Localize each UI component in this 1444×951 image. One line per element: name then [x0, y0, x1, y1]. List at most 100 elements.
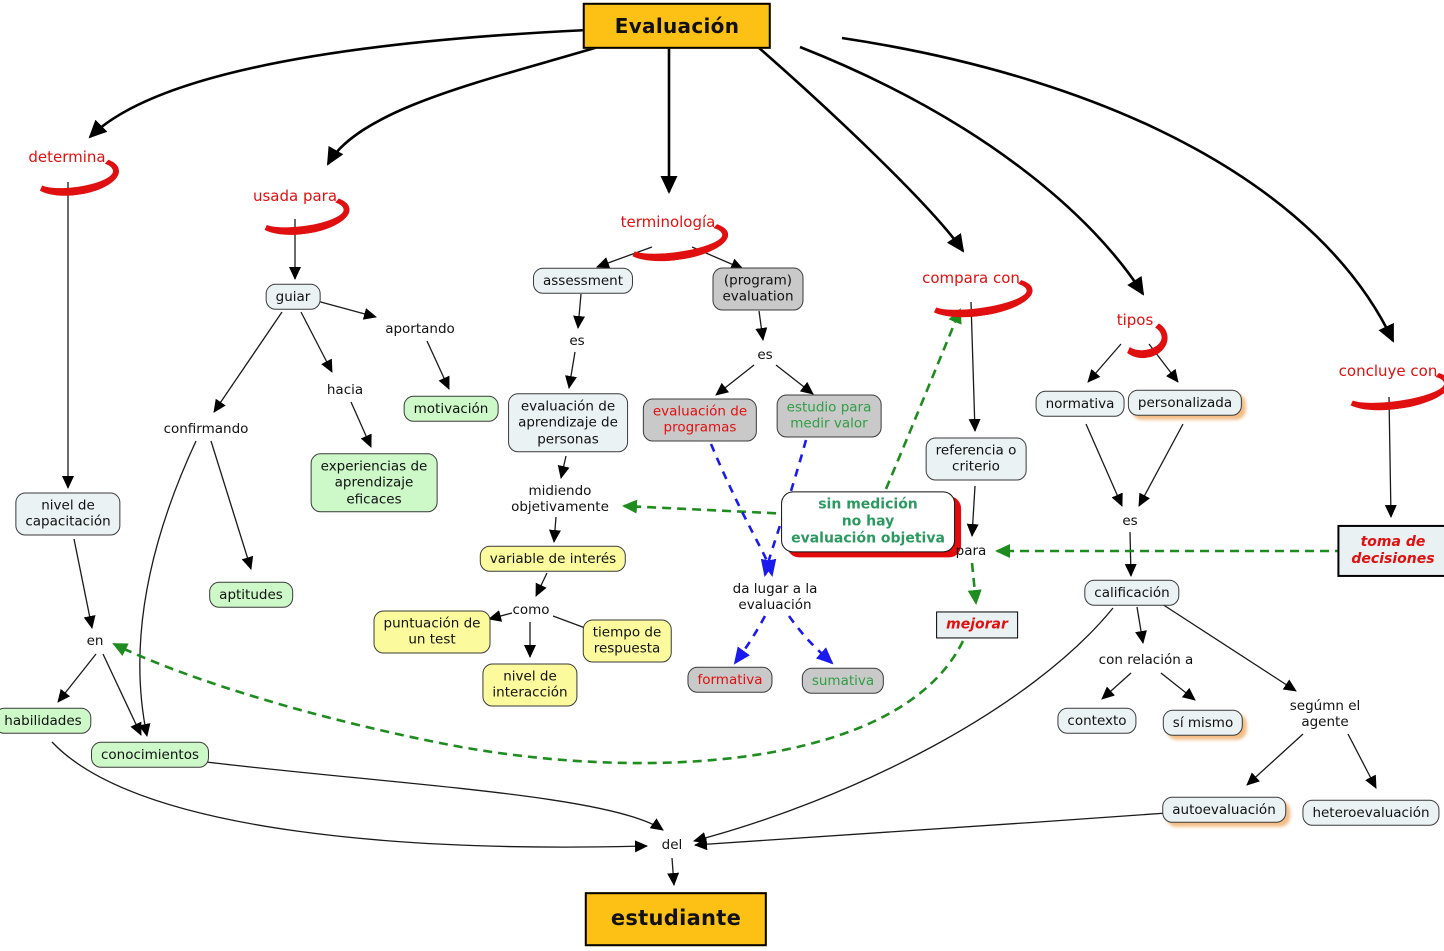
edge-habilidades-del: [51, 741, 648, 853]
node-heteroevaluacion[interactable]: heteroevaluación: [1302, 799, 1440, 827]
link-determina[interactable]: determina: [28, 148, 122, 201]
link-tipos[interactable]: tipos: [1116, 311, 1170, 362]
edge-compara-con-referencia: [968, 301, 981, 432]
edge-group-root: [88, 28, 1395, 343]
edge-con-relacion-si-mismo: [1160, 672, 1196, 701]
label-aportando[interactable]: aportando: [385, 321, 455, 337]
label-hacia[interactable]: hacia: [326, 382, 364, 398]
edge-referencia-para: [966, 485, 979, 537]
edge-tipos-normativa: [1087, 343, 1122, 383]
node-nivel-capacitacion[interactable]: nivel de capacitación: [15, 492, 121, 536]
label-midiendo[interactable]: midiendo objetivamente: [511, 483, 609, 515]
edge-segun-agente-autoevaluacion: [1246, 733, 1304, 786]
node-normativa[interactable]: normativa: [1035, 390, 1125, 418]
node-tiempo-respuesta[interactable]: tiempo de respuesta: [582, 619, 672, 663]
edge-eval-programas-da-lugar: [709, 443, 777, 577]
node-experiencias[interactable]: experiencias de aprendizaje eficaces: [310, 453, 438, 513]
edge-evaluacion-concluye-con: [841, 36, 1395, 343]
label-confirmando[interactable]: confirmando: [163, 421, 249, 437]
node-eval-programas[interactable]: evaluación de programas: [642, 398, 758, 442]
edge-en-habilidades: [57, 653, 97, 703]
edge-group-solid: [51, 182, 1397, 886]
edge-eval-aprendizaje-midiendo: [557, 455, 570, 479]
edge-da-lugar-sumativa: [787, 615, 834, 665]
node-program-evaluation[interactable]: (program) evaluation: [712, 267, 804, 311]
link-usada-para[interactable]: usada para: [252, 187, 353, 241]
edge-confirmando-aptitudes: [210, 440, 254, 570]
label-segun-agente[interactable]: segúmn el agente: [1289, 698, 1361, 730]
node-calificacion[interactable]: calificación: [1084, 579, 1180, 607]
edge-evaluacion-usada-para: [326, 45, 599, 166]
link-terminologia[interactable]: terminología: [620, 213, 731, 268]
edge-midiendo-variable: [548, 516, 561, 543]
link-label-usada-para: usada para: [252, 187, 338, 205]
link-compara-con[interactable]: compara con: [922, 269, 1036, 324]
node-toma-decisiones[interactable]: toma de decisiones: [1337, 524, 1444, 578]
link-label-terminologia: terminología: [620, 213, 716, 231]
node-puntuacion-test[interactable]: puntuación de un test: [373, 610, 491, 654]
node-estudio-valor[interactable]: estudio para medir valor: [776, 394, 882, 438]
label-es-1[interactable]: es: [569, 333, 585, 349]
edge-conocimientos-del: [205, 761, 664, 831]
edge-evaluacion-tipos: [799, 45, 1145, 296]
edge-segun-agente-heteroevaluacion: [1347, 733, 1377, 789]
node-formativa[interactable]: formativa: [687, 666, 773, 694]
edge-group-green-dashed: [112, 308, 1344, 765]
label-es-2[interactable]: es: [757, 347, 773, 363]
edge-sin-medicion-compara-con: [884, 308, 962, 490]
edge-mejorar-en: [112, 640, 965, 765]
edge-estudio-valor-da-lugar: [760, 439, 808, 577]
node-contexto[interactable]: contexto: [1057, 707, 1137, 735]
node-conocimientos[interactable]: conocimientos: [90, 741, 210, 769]
node-evaluacion[interactable]: Evaluación: [582, 2, 772, 50]
node-assessment[interactable]: assessment: [532, 267, 634, 295]
node-nivel-interaccion[interactable]: nivel de interacción: [482, 663, 578, 707]
node-sin-medicion[interactable]: sin medición no hay evaluación objetiva: [781, 491, 955, 553]
node-habilidades[interactable]: habilidades: [0, 707, 92, 735]
edge-es1-eval-aprendizaje: [565, 351, 577, 389]
edge-variable-como: [535, 572, 548, 597]
edge-concluye-con-toma-decisiones: [1384, 396, 1397, 518]
link-label-tipos: tipos: [1116, 311, 1154, 329]
edge-group-blue-dashed: [709, 439, 834, 665]
node-mejorar[interactable]: mejorar: [936, 611, 1018, 639]
node-sumativa[interactable]: sumativa: [801, 667, 885, 695]
edge-assessment-es1: [573, 293, 586, 329]
edge-terminologia-assessment: [596, 246, 653, 269]
node-aptitudes[interactable]: aptitudes: [209, 581, 293, 609]
node-referencia-criterio[interactable]: referencia o criterio: [925, 437, 1027, 481]
edge-es2-estudio-valor: [775, 364, 814, 395]
node-variable-interes[interactable]: variable de interés: [479, 545, 627, 573]
edge-tipos-personalizada: [1148, 343, 1179, 383]
edge-personalizada-es3: [1138, 423, 1184, 507]
edge-con-relacion-contexto: [1101, 672, 1132, 700]
label-en[interactable]: en: [86, 633, 104, 649]
link-concluye-con[interactable]: concluye con: [1338, 362, 1444, 417]
edge-normativa-es3: [1085, 423, 1123, 507]
edge-para-mejorar: [967, 562, 982, 605]
label-da-lugar[interactable]: da lugar a la evaluación: [732, 581, 818, 613]
label-es-3[interactable]: es: [1122, 513, 1138, 529]
label-del[interactable]: del: [661, 837, 683, 853]
link-label-compara-con: compara con: [922, 269, 1020, 287]
label-con-relacion[interactable]: con relación a: [1098, 652, 1194, 668]
edge-evaluacion-determina: [88, 28, 589, 139]
node-eval-aprendizaje[interactable]: evaluación de aprendizaje de personas: [508, 393, 628, 453]
edge-aportando-motivacion: [426, 340, 450, 390]
node-estudiante[interactable]: estudiante: [584, 892, 768, 946]
edge-del-estudiante: [667, 857, 680, 886]
label-para[interactable]: para: [955, 543, 987, 559]
node-motivacion[interactable]: motivación: [403, 395, 499, 423]
link-label-concluye-con: concluye con: [1338, 362, 1438, 380]
edge-calificacion-del: [693, 607, 1114, 844]
edge-guiar-aportando: [316, 300, 377, 320]
node-personalizada[interactable]: personalizada: [1127, 389, 1243, 417]
edge-nivel-capacitacion-en: [73, 538, 96, 629]
edge-sin-medicion-midiendo: [622, 499, 792, 516]
label-como[interactable]: como: [512, 602, 550, 618]
node-guiar[interactable]: guiar: [265, 283, 321, 311]
node-autoevaluacion[interactable]: autoevaluación: [1162, 796, 1286, 824]
node-si-mismo[interactable]: sí mismo: [1162, 709, 1244, 737]
